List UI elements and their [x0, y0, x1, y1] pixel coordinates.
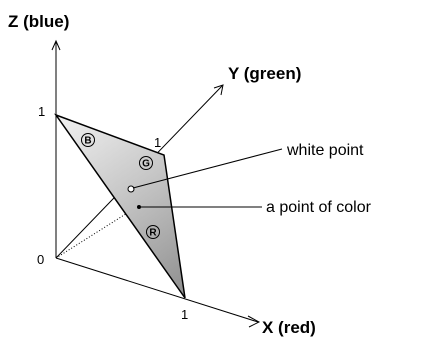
svg-text:R: R	[149, 228, 157, 239]
z-tick-one: 1	[38, 104, 45, 119]
origin-label: 0	[37, 252, 44, 267]
y-tick-one: 1	[154, 135, 161, 150]
white-point-marker	[127, 185, 135, 193]
white-point-label: white point	[286, 142, 364, 159]
red-vertex-badge: R	[146, 225, 160, 239]
z-axis	[51, 39, 61, 258]
z-axis-title: Z (blue)	[8, 12, 69, 31]
svg-text:G: G	[142, 159, 150, 170]
x-axis-title: X (red)	[262, 318, 316, 337]
x-tick-one: 1	[181, 307, 188, 322]
chromaticity-triangle	[53, 113, 186, 299]
color-point-label: a point of color	[266, 199, 372, 216]
white-point-leader	[132, 148, 283, 189]
color-point-marker	[137, 205, 141, 209]
y-axis-title: Y (green)	[228, 64, 301, 83]
svg-text:B: B	[84, 136, 91, 147]
x-axis	[55, 257, 261, 328]
blue-vertex-badge: B	[81, 133, 95, 147]
green-vertex-badge: G	[139, 156, 153, 170]
